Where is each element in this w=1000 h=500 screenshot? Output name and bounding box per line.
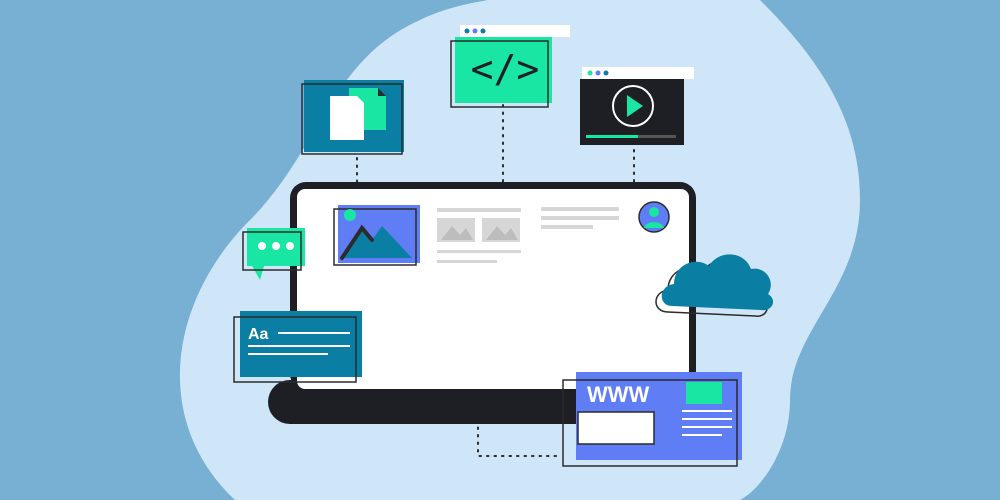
video-play-icon xyxy=(612,85,654,127)
website-label: WWW xyxy=(587,382,650,407)
image-sun-icon xyxy=(344,209,356,221)
typography-label: Aa xyxy=(248,326,269,343)
screen-image-card xyxy=(333,205,420,266)
laptop xyxy=(268,182,730,424)
video-player-card xyxy=(580,67,694,145)
document-files-icon xyxy=(330,88,386,140)
website-accent-block xyxy=(686,382,722,404)
code-brackets-icon: </> xyxy=(471,47,540,91)
code-window: </> xyxy=(450,25,570,108)
user-avatar-icon xyxy=(638,201,670,233)
cloud-icon xyxy=(655,254,774,317)
chat-bubble-icon xyxy=(242,228,305,280)
typography-card: Aa xyxy=(233,311,362,383)
connector-lines xyxy=(356,104,635,457)
screen-text-lines xyxy=(541,207,619,229)
files-card xyxy=(301,80,404,155)
video-progress-fill xyxy=(586,135,638,138)
screen-thumbnails xyxy=(437,208,521,263)
website-card: WWW xyxy=(562,372,742,467)
website-image-box xyxy=(577,411,655,445)
